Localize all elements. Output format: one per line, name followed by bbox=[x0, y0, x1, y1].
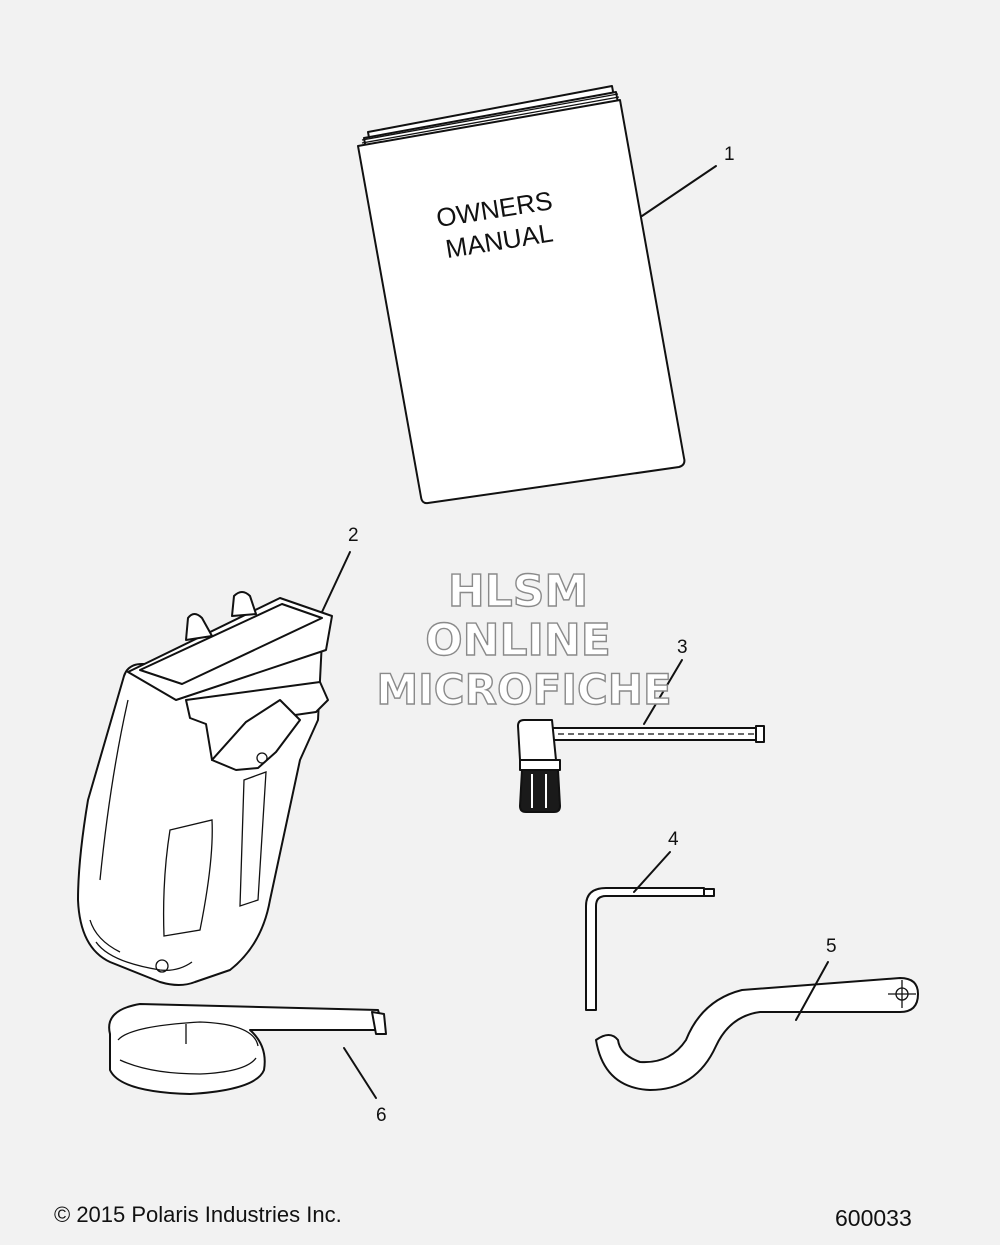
callout-1: 1 bbox=[724, 144, 735, 165]
copyright-text: © 2015 Polaris Industries Inc. bbox=[54, 1202, 342, 1227]
owners-manual: OWNERS MANUAL bbox=[357, 85, 686, 505]
callout-4: 4 bbox=[668, 829, 679, 850]
callout-numbers: 1 2 3 4 5 6 bbox=[348, 144, 837, 1126]
callout-2: 2 bbox=[348, 525, 359, 546]
watermark: HLSM ONLINE MICROFICHE bbox=[376, 565, 673, 714]
diagram-id: 600033 bbox=[835, 1205, 912, 1231]
watermark-line3: MICROFICHE bbox=[376, 665, 671, 714]
callout-3: 3 bbox=[677, 637, 688, 658]
spanner-wrench bbox=[595, 977, 919, 1091]
callout-6: 6 bbox=[376, 1105, 387, 1126]
hex-key bbox=[585, 887, 715, 1011]
strap bbox=[108, 1003, 387, 1095]
callout-5: 5 bbox=[826, 936, 837, 957]
watermark-line1: HLSM bbox=[448, 566, 588, 617]
watermark-line2: ONLINE bbox=[425, 615, 611, 666]
spark-plug-wrench bbox=[517, 719, 765, 813]
tool-pouch bbox=[77, 591, 333, 986]
leader-lines bbox=[321, 165, 829, 1099]
